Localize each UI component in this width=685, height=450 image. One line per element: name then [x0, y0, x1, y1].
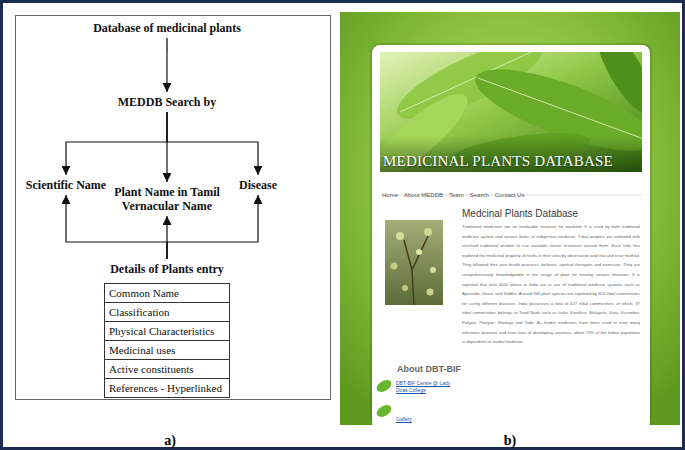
nav-item: About MEDDB	[404, 192, 443, 198]
nav-item: Team	[449, 192, 464, 198]
leaf-group	[380, 52, 642, 172]
fruit	[396, 232, 404, 240]
branch	[404, 236, 428, 305]
nav-item: Home	[382, 192, 398, 198]
table-cell: Active constituents	[104, 360, 230, 379]
panel-caption-wrap: b)	[504, 431, 516, 449]
node-text: Plant Name in Tamil Vernacular Name	[102, 185, 232, 213]
table-cell: Common Name	[104, 283, 230, 303]
connector-arrow	[167, 112, 258, 175]
fruit	[424, 228, 432, 236]
details-heading-node: Details of Plants entry	[106, 260, 228, 278]
nav-item-wrap: Contact Us	[495, 183, 525, 201]
site-title-wrap: MEDICINAL PLANTS DATABASE	[383, 152, 613, 170]
table-cell: Medicinal uses	[104, 341, 230, 360]
body-paragraph: Traditional medicines are an invaluable …	[462, 222, 640, 347]
node-text: Details of Plants entry	[110, 262, 224, 276]
node-text: MEDDB Search by	[118, 95, 216, 109]
search-option-node: Scientific Name	[22, 176, 110, 194]
fruit	[430, 267, 436, 273]
table-cell: Classification	[104, 303, 230, 322]
table-cell-text: Common Name	[109, 287, 179, 299]
connector-arrow	[166, 38, 167, 92]
nav-item-wrap: About MEDDB	[404, 183, 443, 201]
entry-table: Common NameClassificationPhysical Charac…	[104, 283, 230, 398]
table-cell-text: Physical Characteristics	[109, 325, 214, 337]
sidebar-link-wrap: DBT-BIF Centre @ Lady Doak College	[396, 380, 454, 394]
connector-arrow	[66, 112, 167, 175]
node-text: Database of medicinal plants	[93, 21, 241, 35]
plant-photo	[385, 220, 443, 305]
page-heading-wrap: Medcinal Plants Database	[462, 203, 578, 221]
process-text-node: Database of medicinal plants	[89, 19, 245, 37]
fruit	[416, 249, 422, 255]
leaf-icon	[375, 378, 394, 395]
body-paragraph-wrap: Traditional medicines are an invaluable …	[462, 222, 640, 347]
sidebar-link: Gallery	[396, 416, 412, 422]
node-text: Scientific Name	[26, 178, 106, 192]
panel-caption: b)	[504, 433, 516, 448]
table-cell: Physical Characteristics	[104, 322, 230, 341]
sidebar-heading-wrap: About DBT-BIF	[397, 358, 461, 376]
nav-item: Contact Us	[495, 192, 525, 198]
screenshot-panel: b)MEDICINAL PLANTS DATABASEHomeAbout MED…	[340, 12, 680, 425]
nav-item: Search	[470, 192, 489, 198]
table-cell: References - Hyperlinked	[104, 379, 230, 398]
nav-item-wrap: Team	[449, 183, 464, 201]
sidebar-heading: About DBT-BIF	[397, 364, 461, 374]
process-text-node: MEDDB Search by	[114, 93, 220, 111]
panel-caption: a)	[164, 433, 176, 448]
plant-photo-detail	[391, 228, 437, 305]
search-option-node: Disease	[235, 176, 281, 194]
table-cell-text: Active constituents	[109, 363, 194, 375]
fruit	[391, 263, 398, 270]
panel-frame: a)Database of medicinal plantsMEDDB Sear…	[15, 15, 331, 400]
table-cell-text: Classification	[109, 306, 170, 318]
node-text: Disease	[239, 178, 277, 192]
leaf-icon	[375, 403, 394, 420]
nav-item-wrap: Search	[470, 183, 489, 201]
sidebar-link-wrap: Gallery	[396, 407, 412, 425]
page-heading: Medcinal Plants Database	[462, 208, 578, 219]
nav-item-wrap: Home	[382, 183, 398, 201]
table-cell-text: References - Hyperlinked	[109, 382, 222, 394]
sidebar-link: DBT-BIF Centre @ Lady Doak College	[396, 380, 454, 394]
leaf	[586, 52, 642, 121]
header-shade	[380, 136, 642, 172]
fruit	[402, 285, 408, 291]
panel-caption-wrap: a)	[164, 431, 176, 449]
site-title: MEDICINAL PLANTS DATABASE	[383, 153, 613, 169]
table-cell-text: Medicinal uses	[109, 344, 175, 356]
fruit	[427, 289, 434, 296]
search-option-node: Plant Name in Tamil Vernacular Name	[98, 183, 236, 215]
